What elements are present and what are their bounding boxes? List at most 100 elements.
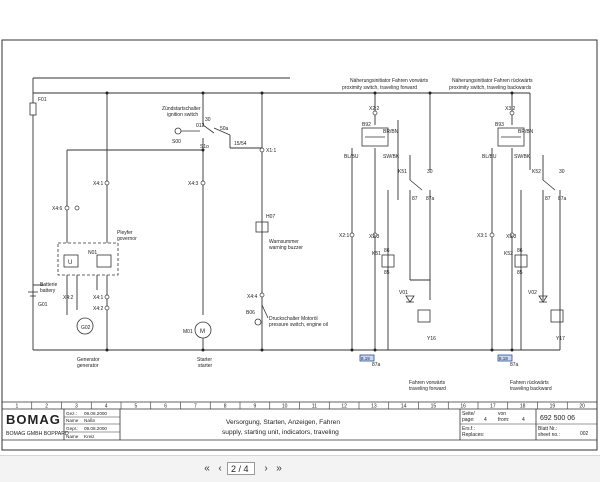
b92-label: B92: [362, 122, 371, 128]
x42-label: X4:2: [93, 306, 104, 312]
sheet-title-de: Versorgung, Starten, Anzeigen, Fahren: [226, 419, 340, 426]
column-number: 12: [341, 404, 347, 410]
column-number: 1: [15, 404, 18, 410]
starter-m01-symbol: [194, 321, 212, 339]
k52-30-label: 30: [559, 169, 565, 175]
pdf-viewer-toolbar: « ‹ 2 / 4 › »: [0, 455, 600, 482]
k52-86-label: 86: [517, 248, 523, 254]
first-page-button[interactable]: «: [204, 463, 210, 474]
v01-label: V01: [399, 290, 408, 296]
brbn-label-1: BR/BN: [383, 129, 399, 135]
valve-y17-symbol: [550, 309, 564, 323]
page-value: 4: [484, 417, 487, 423]
bwd-87a-label: 87a: [510, 362, 519, 368]
sheet-value: 002: [580, 431, 589, 437]
n012-label: 012: [196, 123, 205, 129]
relay-k51-contact-symbol: [409, 179, 423, 191]
column-number: 19: [550, 404, 556, 410]
x43-label: X4:3: [188, 181, 199, 187]
governor-u-symbol: [63, 254, 79, 268]
x21-label: X2:1: [339, 233, 350, 239]
k51-30-label: 30: [427, 169, 433, 175]
blbu-label-1: BL/BU: [344, 154, 359, 160]
k51-87-label: 87: [412, 196, 418, 202]
backward-label-en: traveling backward: [510, 386, 552, 392]
brbn-label-2: BR/BN: [518, 129, 534, 135]
starter-label-de: Starter: [197, 357, 212, 363]
x42b-label: X4:2: [63, 295, 74, 301]
forward-label-en: traveling forward: [409, 386, 446, 392]
from-label: from:: [498, 417, 509, 423]
column-number: 13: [371, 404, 377, 410]
relay-k51-coil: [381, 254, 395, 268]
diode-v02-symbol: [538, 295, 548, 303]
backward-label-de: Fahren rückwärts: [510, 380, 549, 386]
column-number: 11: [312, 404, 317, 410]
proximity-bwd-label-de: Näherungsinitiator Fahren rückwärts: [452, 78, 533, 84]
column-number: 9: [253, 404, 256, 410]
tb-row4-key: Name: [66, 434, 79, 439]
f01-label: F01: [38, 97, 47, 103]
x41b-label: X4:1: [93, 295, 104, 301]
diode-v01-symbol: [405, 295, 415, 303]
k51-coil-label: K51: [372, 251, 381, 257]
x44-label: X4:4: [247, 294, 258, 300]
oil-switch-label-de: Druckschalter Motoröl: [269, 316, 318, 322]
junction-dots: [105, 91, 514, 352]
seite-label: Seite/: [462, 411, 475, 417]
replaces-label: Replaces:: [462, 432, 484, 438]
column-number: 5: [134, 404, 137, 410]
g01-label: G01: [38, 302, 48, 308]
proximity-fwd-label-en: proximity switch, traveling forward: [342, 85, 417, 91]
ignition-switch-symbol: [174, 124, 231, 136]
oil-switch-label-en: pressure switch, engine oil: [269, 322, 328, 328]
n50a-label: 50a: [220, 126, 229, 132]
proximity-switch-b92-symbol: [361, 127, 389, 147]
tb-row3-value: 09.08.2000: [84, 426, 107, 431]
proximity-bwd-label-en: proximity switch, traveling backwards: [449, 85, 532, 91]
tb-row1-key: Gez.:: [66, 411, 77, 416]
v02-label: V02: [528, 290, 537, 296]
n30-label: 30: [205, 117, 211, 123]
next-page-button[interactable]: ›: [264, 463, 268, 474]
ref-box-fwd: [359, 354, 375, 362]
k51-85-label: 85: [384, 270, 390, 276]
n15-54-label: 15/54: [234, 141, 247, 147]
column-number: 15: [431, 404, 437, 410]
proximity-switch-b93-symbol: [497, 127, 525, 147]
tb-row4-value: Kreiz: [84, 434, 95, 439]
battery-label-de: Batterie: [40, 282, 57, 288]
bomag-logo: BOMAG: [6, 412, 61, 427]
starter-label-en: starter: [198, 363, 213, 369]
governor-label-de: Pleyfer: [117, 230, 133, 236]
h07-label: H07: [266, 214, 275, 220]
ref-fwd-label: 8.19: [361, 356, 370, 361]
b06-label: B06: [246, 310, 255, 316]
governor-diode-symbol: [96, 254, 112, 268]
previous-page-button[interactable]: ‹: [218, 463, 222, 474]
page-number-input[interactable]: 2 / 4: [227, 462, 255, 475]
x33-label: X3:3: [506, 234, 517, 240]
column-number: 10: [282, 404, 288, 410]
k52-label: K52: [532, 169, 541, 175]
swbk-label-2: SW/BK: [514, 154, 531, 160]
y16-label: Y16: [427, 336, 436, 342]
generator-label-en: generator: [77, 363, 99, 369]
generator-label-de: Generator: [77, 357, 100, 363]
ref-box-bwd: [497, 354, 513, 362]
last-page-button[interactable]: »: [276, 463, 282, 474]
b93-label: B93: [495, 122, 504, 128]
x22-label: X2:2: [369, 106, 380, 112]
governor-u-label: U: [68, 260, 72, 266]
schematic-sheet: Näherungsinitiator Fahren vorwärts proxi…: [1, 39, 598, 451]
buzzer-label-de: Warnsummer: [269, 239, 299, 245]
company-name: BOMAG GMBH BOPPARD: [6, 431, 69, 437]
sheet-title-en: supply, starting unit, indicators, trave…: [222, 429, 339, 436]
column-number: 6: [164, 404, 167, 410]
buzzer-label-en: warning buzzer: [269, 245, 303, 251]
fuse-f01-symbol: [29, 102, 37, 116]
n01-label: N01: [88, 250, 97, 256]
x46-label: X4:6: [52, 206, 63, 212]
valve-y16-symbol: [417, 309, 431, 323]
wiring: [32, 77, 561, 351]
